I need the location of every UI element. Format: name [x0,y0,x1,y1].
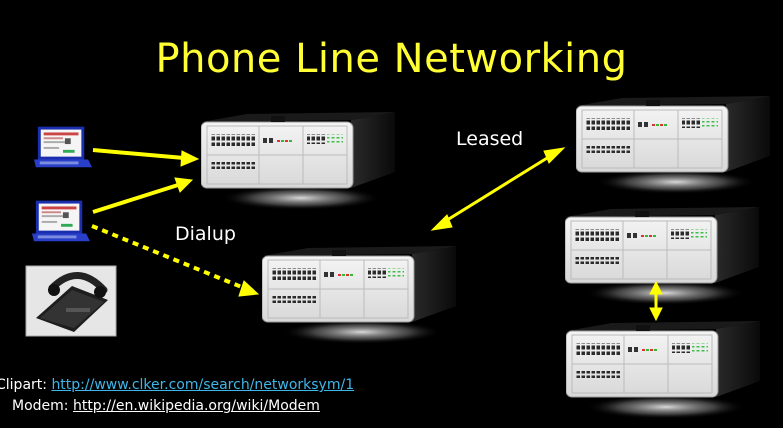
connection-arrows [91,147,663,322]
slide-title: Phone Line Networking [155,36,628,82]
laptop-icon [34,126,92,168]
modem-link[interactable]: http://en.wikipedia.org/wiki/Modem [72,398,320,414]
modem-credit: Modem: http://en.wikipedia.org/wiki/Mode… [12,398,320,414]
modem-credit-prefix: Modem: [12,398,73,414]
network-switch-icon [576,96,771,195]
network-switch-icon [262,246,457,345]
network-switch-icon [565,207,760,306]
modem-photo [25,265,117,337]
network-switch-icon [201,112,396,211]
network-switch-icon [566,321,761,420]
laptop-icon [32,200,90,242]
clipart-credit-prefix: Clipart: [0,377,52,393]
clipart-credit: Clipart: http://www.clker.com/search/net… [0,377,354,393]
clipart-link[interactable]: http://www.clker.com/search/networksym/1 [51,377,355,393]
dialup-label: Dialup [175,223,236,245]
leased-label: Leased [456,128,524,150]
